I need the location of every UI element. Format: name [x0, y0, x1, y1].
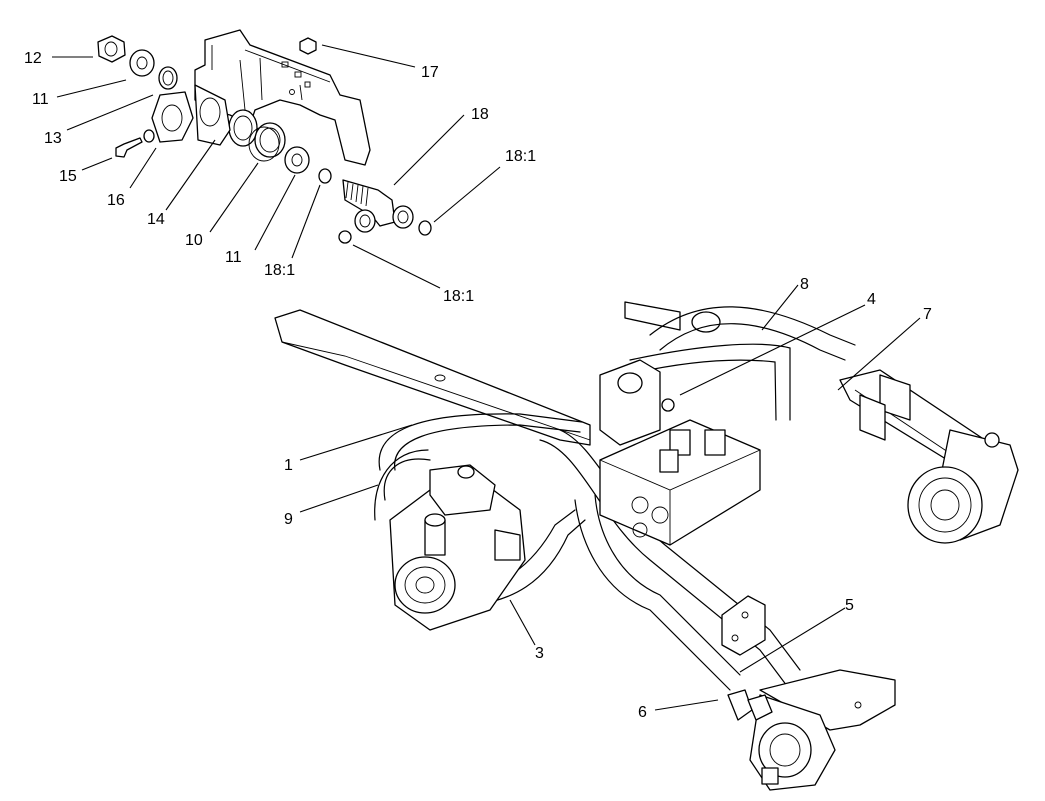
frame-rail — [274, 309, 591, 446]
hydraulic-pump — [389, 464, 526, 631]
wheel-motor-right — [907, 429, 1019, 544]
small-nut — [299, 37, 317, 55]
callout-8: 8 — [800, 276, 809, 293]
callout-16: 16 — [107, 192, 125, 209]
o-ring-lower — [318, 168, 332, 184]
cap-screw — [115, 137, 143, 158]
callout-4: 4 — [867, 291, 876, 308]
bracket-collar — [228, 109, 258, 147]
valve-manifold — [599, 419, 761, 546]
washer-lower — [284, 146, 310, 174]
callout-1: 1 — [284, 457, 293, 474]
washer-top — [129, 49, 155, 77]
hex-nut — [97, 35, 126, 63]
callout-5: 5 — [845, 597, 854, 614]
o-ring-right — [418, 220, 432, 236]
callout-10: 10 — [185, 232, 203, 249]
wheel-motor-left — [749, 669, 896, 791]
tee-fitting — [342, 179, 414, 233]
callouts: 12 11 13 15 16 14 10 11 18:1 18:1 18:1 1… — [24, 50, 932, 721]
frame-assembly — [274, 301, 1019, 791]
callout-12: 12 — [24, 50, 42, 67]
callout-18: 18 — [471, 106, 489, 123]
callout-11-lower: 11 — [225, 249, 242, 266]
callout-13: 13 — [44, 130, 62, 147]
callout-17: 17 — [421, 64, 439, 81]
callout-18-1-right: 18:1 — [505, 148, 536, 165]
callout-7: 7 — [923, 306, 932, 323]
leader-lines — [52, 44, 921, 711]
bracket-assembly — [97, 29, 432, 244]
o-ring-top — [158, 66, 178, 90]
callout-6: 6 — [638, 704, 647, 721]
callout-11-top: 11 — [32, 91, 49, 108]
callout-18-1-left: 18:1 — [264, 262, 295, 279]
o-ring-bottom — [338, 230, 352, 244]
callout-9: 9 — [284, 511, 293, 528]
callout-18-1-bottom: 18:1 — [443, 288, 474, 305]
callout-14: 14 — [147, 211, 165, 228]
gasket-plate — [151, 91, 194, 143]
callout-15: 15 — [59, 168, 77, 185]
callout-3: 3 — [535, 645, 544, 662]
lock-washer — [143, 129, 155, 143]
